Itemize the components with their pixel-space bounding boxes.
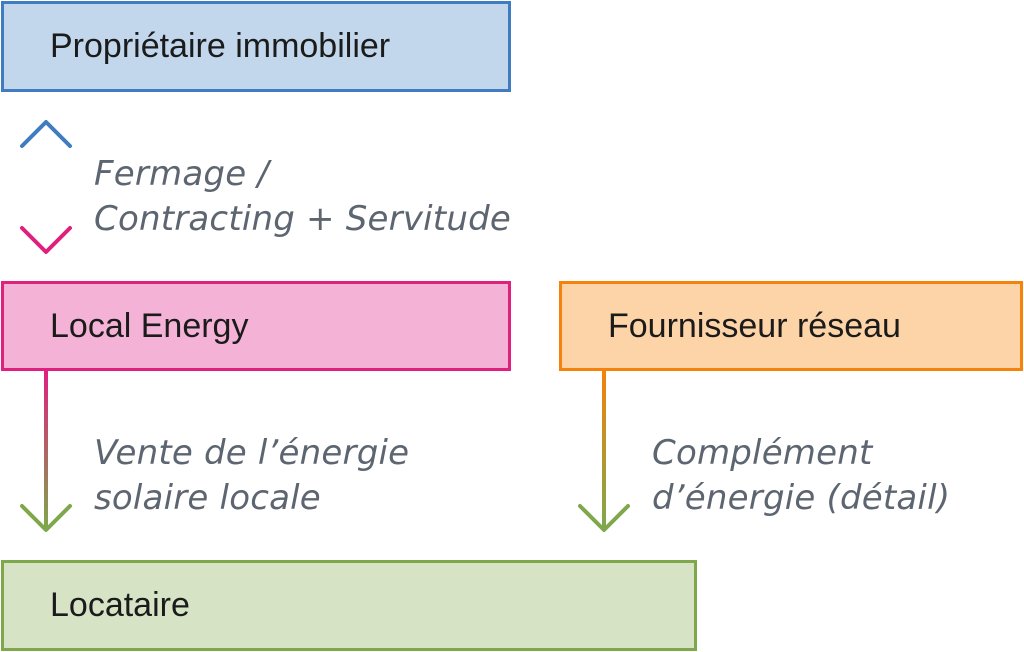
node-tenant: Locataire — [1, 560, 697, 651]
lease-double-arrow — [20, 120, 72, 254]
edge-sale-label: Vente de l’énergie solaire locale — [94, 431, 409, 521]
edge-lease-line2: Contracting + Servitude — [94, 199, 511, 239]
sale-arrow — [20, 371, 72, 532]
edge-sale-line1: Vente de l’énergie — [94, 433, 410, 473]
node-supplier: Fournisseur réseau — [559, 281, 1023, 371]
edge-supply-line2: d’énergie (détail) — [652, 478, 951, 518]
node-owner-label: Propriétaire immobilier — [50, 27, 391, 65]
node-supplier-label: Fournisseur réseau — [608, 306, 901, 345]
node-local-energy-label: Local Energy — [50, 306, 249, 345]
edge-supply-label: Complément d’énergie (détail) — [652, 431, 950, 521]
node-local-energy: Local Energy — [1, 281, 511, 371]
supply-arrow — [578, 371, 630, 532]
edge-lease-label: Fermage / Contracting + Servitude — [94, 152, 511, 242]
edge-lease-line1: Fermage / — [94, 154, 269, 194]
edge-sale-line2: solaire locale — [94, 478, 321, 518]
node-owner: Propriétaire immobilier — [1, 1, 511, 92]
edge-supply-line1: Complément — [652, 433, 873, 473]
node-tenant-label: Locataire — [50, 586, 190, 624]
